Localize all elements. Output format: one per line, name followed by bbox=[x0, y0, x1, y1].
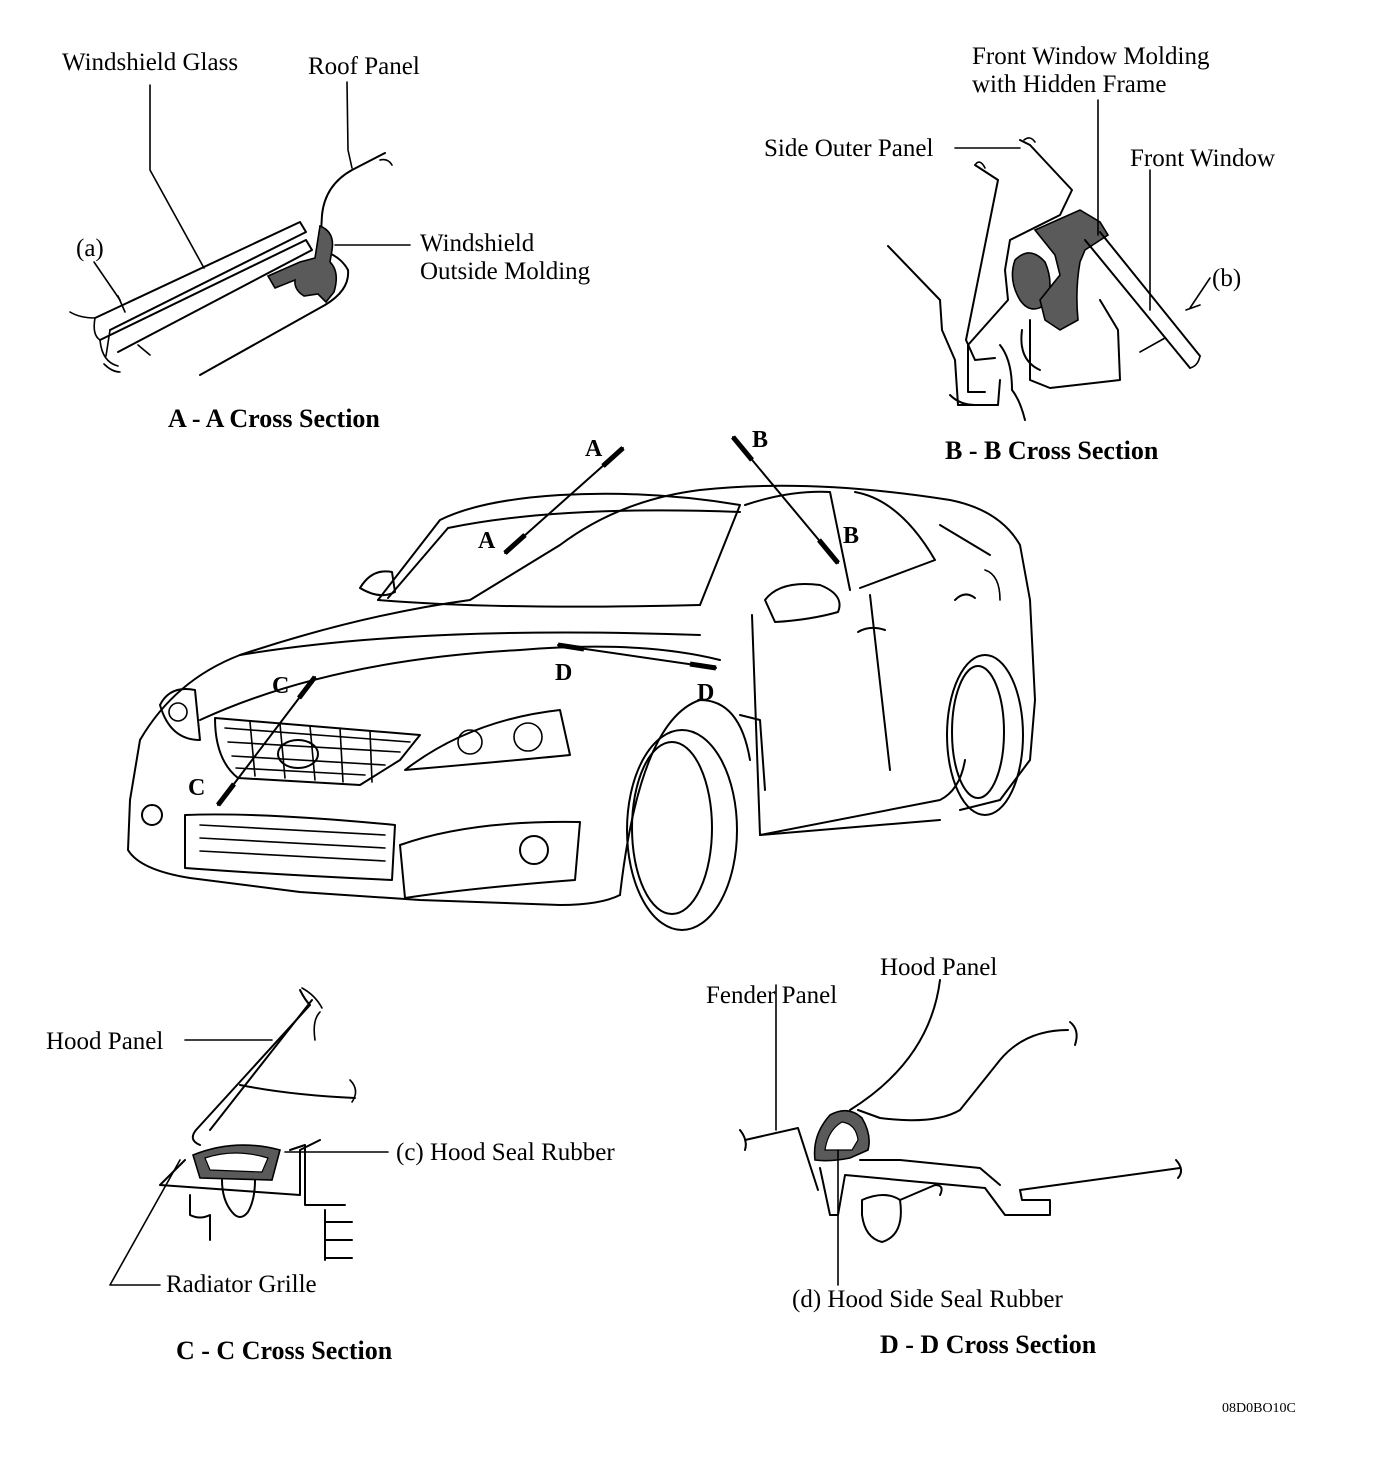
label-hood-seal-rubber: (c) Hood Seal Rubber bbox=[396, 1139, 615, 1166]
label-front-window: Front Window bbox=[1130, 145, 1275, 172]
label-hood-side-seal-rubber: (d) Hood Side Seal Rubber bbox=[792, 1286, 1063, 1313]
label-dd-hood-panel: Hood Panel bbox=[880, 954, 997, 981]
aa-cross-section: Windshield Glass Roof Panel Windshield O… bbox=[62, 49, 591, 433]
label-marker-a: (a) bbox=[76, 235, 104, 262]
section-cut-lines: A A B B C C D D bbox=[188, 427, 859, 807]
label-front-window-molding-2: with Hidden Frame bbox=[972, 71, 1166, 98]
label-dd-fender-panel: Fender Panel bbox=[706, 982, 837, 1009]
section-marker-c-bottom: C bbox=[188, 775, 205, 801]
section-marker-b-top: B bbox=[752, 427, 768, 453]
dd-cross-section: Fender Panel Hood Panel (d) Hood Side Se… bbox=[706, 954, 1182, 1359]
title-aa-cross-section: A - A Cross Section bbox=[168, 404, 380, 433]
section-marker-a-top: A bbox=[585, 436, 603, 462]
label-side-outer-panel: Side Outer Panel bbox=[764, 135, 933, 162]
title-cc-cross-section: C - C Cross Section bbox=[176, 1336, 393, 1365]
label-windshield-outside-molding-2: Outside Molding bbox=[420, 258, 591, 285]
figure-code: 08D0BO10C bbox=[1222, 1401, 1296, 1416]
label-roof-panel: Roof Panel bbox=[308, 53, 420, 80]
section-marker-b-bottom: B bbox=[843, 523, 859, 549]
section-marker-a-bottom: A bbox=[478, 528, 496, 554]
section-marker-d-left: D bbox=[555, 660, 572, 686]
label-front-window-molding-1: Front Window Molding bbox=[972, 43, 1210, 70]
label-windshield-outside-molding-1: Windshield bbox=[420, 230, 535, 257]
section-marker-c-top: C bbox=[272, 673, 289, 699]
title-bb-cross-section: B - B Cross Section bbox=[945, 436, 1159, 465]
label-windshield-glass: Windshield Glass bbox=[62, 49, 238, 76]
car-illustration bbox=[127, 484, 1036, 931]
label-marker-b: (b) bbox=[1212, 265, 1241, 292]
title-dd-cross-section: D - D Cross Section bbox=[880, 1330, 1097, 1359]
label-cc-hood-panel: Hood Panel bbox=[46, 1028, 163, 1055]
bb-cross-section: Front Window Molding with Hidden Frame S… bbox=[764, 43, 1275, 465]
cc-cross-section: Hood Panel (c) Hood Seal Rubber Radiator… bbox=[46, 987, 615, 1365]
label-radiator-grille: Radiator Grille bbox=[166, 1271, 317, 1298]
section-marker-d-right: D bbox=[697, 680, 714, 706]
